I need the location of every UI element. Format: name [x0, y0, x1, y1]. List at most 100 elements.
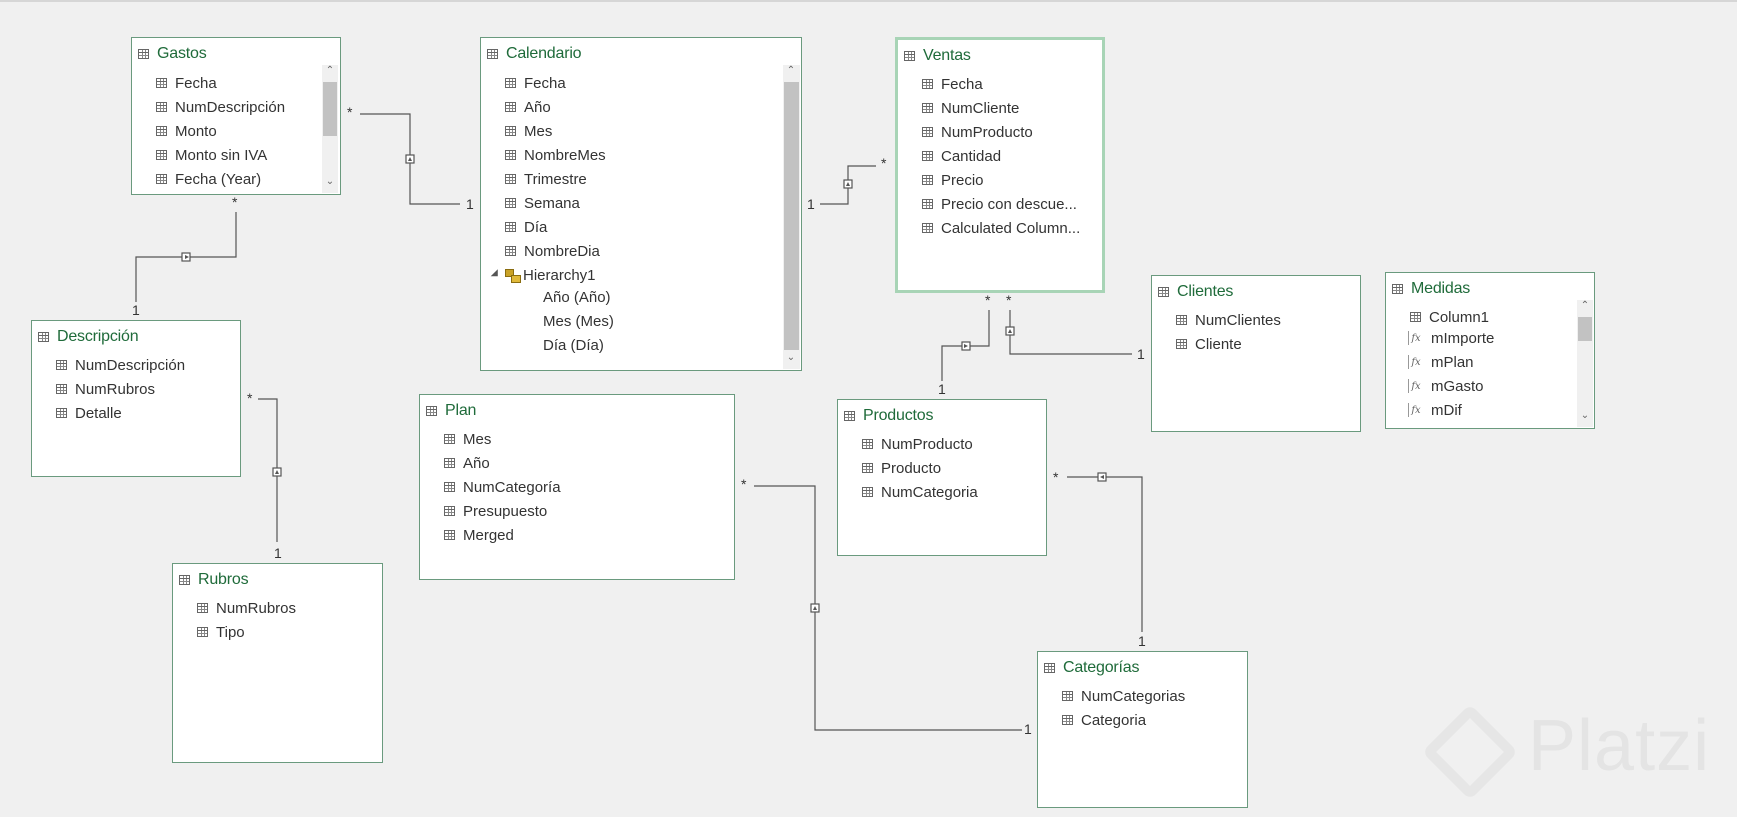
card-productos-one: 1 — [938, 381, 946, 397]
card-descripcion-one: 1 — [132, 302, 140, 318]
field-row[interactable]: Calculated Column... — [922, 218, 1080, 238]
table-categorias[interactable]: Categorías NumCategorias Categoria — [1037, 651, 1248, 808]
scrollbar-thumb[interactable] — [1578, 317, 1592, 341]
field-row[interactable]: NumClientes — [1176, 310, 1281, 330]
field-row[interactable]: Cantidad — [922, 146, 1001, 166]
field-row[interactable]: Año — [505, 97, 551, 117]
watermark: Platzi — [1528, 706, 1711, 786]
field-row[interactable]: Día — [505, 217, 547, 237]
table-rubros[interactable]: Rubros NumRubros Tipo — [172, 563, 383, 763]
column-icon — [505, 150, 516, 160]
table-header[interactable]: Clientes — [1158, 282, 1233, 302]
card-gastos-many-2: * — [232, 194, 238, 210]
card-rubros-one: 1 — [274, 545, 282, 561]
table-icon — [38, 332, 49, 342]
field-row[interactable]: Mes — [505, 121, 552, 141]
table-header[interactable]: Descripción — [38, 327, 139, 347]
field-row[interactable]: NumDescripción — [156, 97, 285, 117]
field-row[interactable]: Column1 — [1410, 307, 1489, 327]
field-row[interactable]: Precio — [922, 170, 984, 190]
hierarchy-level[interactable]: Día (Día) — [543, 337, 604, 354]
field-row[interactable]: Cliente — [1176, 334, 1242, 354]
table-clientes[interactable]: Clientes NumClientes Cliente — [1151, 275, 1361, 432]
scroll-down-icon[interactable]: ⌄ — [325, 176, 335, 187]
field-row[interactable]: NumCategorias — [1062, 686, 1185, 706]
table-header[interactable]: Categorías — [1044, 658, 1139, 678]
scroll-down-icon[interactable]: ⌄ — [786, 352, 796, 363]
field-row[interactable]: Monto — [156, 121, 217, 141]
column-icon — [56, 384, 67, 394]
table-plan[interactable]: Plan Mes Año NumCategoría Presupuesto Me… — [419, 394, 735, 580]
hierarchy-level[interactable]: Mes (Mes) — [543, 313, 614, 330]
scroll-up-icon[interactable]: ⌃ — [325, 65, 335, 76]
card-ventas-many-3: * — [1006, 292, 1012, 308]
table-header[interactable]: Rubros — [179, 570, 249, 590]
table-icon — [844, 411, 855, 421]
scrollbar-thumb[interactable] — [784, 82, 799, 350]
column-icon — [505, 102, 516, 112]
card-clientes-one: 1 — [1137, 346, 1145, 362]
field-row[interactable]: NombreDia — [505, 241, 600, 261]
table-header[interactable]: Plan — [426, 401, 476, 421]
field-row[interactable]: NumCategoría — [444, 477, 561, 497]
field-row[interactable]: Merged — [444, 525, 514, 545]
table-header[interactable]: Gastos — [138, 44, 207, 64]
scroll-down-icon[interactable]: ⌄ — [1580, 410, 1590, 421]
hierarchy-level[interactable]: Año (Año) — [543, 289, 611, 306]
field-row[interactable]: NumCategoria — [862, 482, 978, 502]
table-ventas[interactable]: Ventas Fecha NumCliente NumProducto Cant… — [895, 37, 1105, 293]
column-icon — [56, 360, 67, 370]
scrollbar-thumb[interactable] — [323, 82, 337, 136]
field-row[interactable]: NumRubros — [56, 379, 155, 399]
field-row[interactable]: Tipo — [197, 622, 245, 642]
field-row[interactable]: Fecha — [922, 74, 983, 94]
field-row[interactable]: NumProducto — [862, 434, 973, 454]
field-row[interactable]: Fecha (Year) — [156, 169, 261, 189]
field-row[interactable]: NumRubros — [197, 598, 296, 618]
table-header[interactable]: Calendario — [487, 44, 582, 64]
field-row[interactable]: NombreMes — [505, 145, 606, 165]
field-row[interactable]: Detalle — [56, 403, 122, 423]
field-row[interactable]: Trimestre — [505, 169, 587, 189]
table-gastos[interactable]: Gastos Fecha NumDescripción Monto Monto … — [131, 37, 341, 195]
table-header[interactable]: Ventas — [904, 46, 971, 66]
field-row[interactable]: Categoria — [1062, 710, 1146, 730]
table-icon — [904, 51, 915, 61]
expand-triangle-icon[interactable] — [490, 269, 502, 280]
column-icon — [56, 408, 67, 418]
field-row[interactable]: Presupuesto — [444, 501, 547, 521]
table-title: Medidas — [1411, 280, 1471, 297]
column-icon — [156, 150, 167, 160]
field-row[interactable]: NumCliente — [922, 98, 1019, 118]
field-row[interactable]: NumDescripción — [56, 355, 185, 375]
field-row[interactable]: Fecha — [505, 73, 566, 93]
table-productos[interactable]: Productos NumProducto Producto NumCatego… — [837, 399, 1047, 556]
table-title: Ventas — [923, 47, 971, 64]
field-row[interactable]: Fecha — [156, 73, 217, 93]
table-icon — [179, 575, 190, 585]
column-icon — [862, 439, 873, 449]
hierarchy-row[interactable]: Hierarchy1 — [503, 265, 596, 285]
table-title: Calendario — [506, 45, 582, 62]
table-descripcion[interactable]: Descripción NumDescripción NumRubros Det… — [31, 320, 241, 477]
field-row[interactable]: NumProducto — [922, 122, 1033, 142]
field-row[interactable]: Producto — [862, 458, 941, 478]
table-calendario[interactable]: Calendario Fecha Año Mes NombreMes Trime… — [480, 37, 802, 371]
field-row[interactable]: Monto sin IVA — [156, 145, 267, 165]
scroll-up-icon[interactable]: ⌃ — [786, 65, 796, 76]
field-row[interactable]: Precio con descue... — [922, 194, 1077, 214]
field-row[interactable]: Mes — [444, 429, 491, 449]
table-header[interactable]: Medidas — [1392, 279, 1470, 299]
column-icon — [922, 103, 933, 113]
column-icon — [922, 127, 933, 137]
field-row[interactable]: Año — [444, 453, 490, 473]
field-row[interactable]: Semana — [505, 193, 580, 213]
table-header[interactable]: Productos — [844, 406, 933, 426]
scroll-up-icon[interactable]: ⌃ — [1580, 300, 1590, 311]
table-title: Descripción — [57, 328, 139, 345]
